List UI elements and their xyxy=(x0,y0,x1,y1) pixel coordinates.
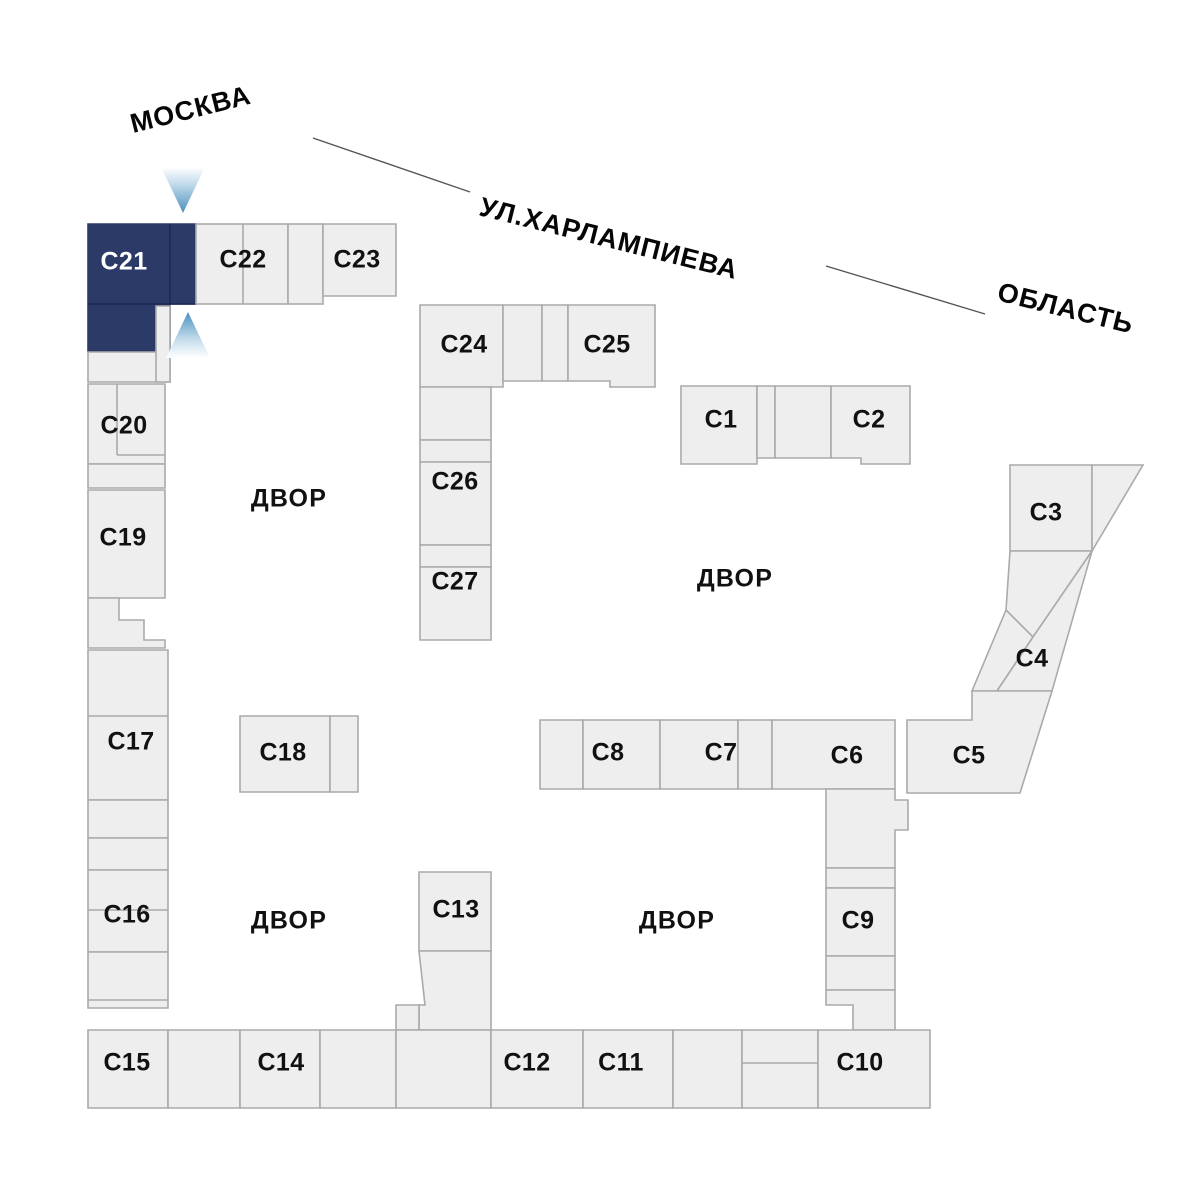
block-C20-annex-bottom[interactable] xyxy=(87,463,166,489)
block-C26-annex-top[interactable] xyxy=(419,439,492,463)
block-C16-annex-top[interactable] xyxy=(87,837,169,871)
block-C15-annex[interactable] xyxy=(167,1029,241,1109)
block-label-C18: C18 xyxy=(259,739,306,767)
entrance-arrow-north-icon xyxy=(161,167,205,213)
block-label-C20: C20 xyxy=(100,412,147,440)
block-C6-C9-connector[interactable] xyxy=(825,788,909,869)
block-C7-annex[interactable] xyxy=(737,719,773,790)
leader-line-oblast xyxy=(825,265,986,315)
block-label-C19: C19 xyxy=(99,524,146,552)
block-C11-annex[interactable] xyxy=(672,1029,743,1109)
block-label-C11: C11 xyxy=(598,1049,644,1077)
block-C14-annex[interactable] xyxy=(319,1029,397,1109)
block-label-C6: C6 xyxy=(831,742,864,770)
block-group-east xyxy=(906,464,1145,794)
block-C24-annex[interactable] xyxy=(502,304,543,382)
block-group-C9 xyxy=(825,867,896,1031)
block-C1-annex[interactable] xyxy=(756,385,776,459)
yard-label-southwest: ДВОР xyxy=(251,907,327,935)
block-C9-annex-bottom[interactable] xyxy=(825,989,896,1031)
block-label-C23: C23 xyxy=(333,246,380,274)
yard-label-northwest: ДВОР xyxy=(251,485,327,513)
block-C16-annex-bottom[interactable] xyxy=(87,951,169,1009)
block-C24[interactable] xyxy=(419,304,504,388)
block-label-C22: C22 xyxy=(219,246,266,274)
block-label-C5: C5 xyxy=(953,742,986,770)
yard-label-northeast: ДВОР xyxy=(697,565,773,593)
block-C12-left[interactable] xyxy=(395,1029,492,1109)
block-label-C13: C13 xyxy=(432,896,479,924)
block-label-C16: C16 xyxy=(103,901,150,929)
block-C19-steps[interactable] xyxy=(87,597,166,649)
block-label-C4: C4 xyxy=(1016,645,1049,673)
block-C9-annex-top[interactable] xyxy=(825,867,896,889)
block-C13-lower[interactable] xyxy=(418,950,492,1031)
block-label-C25: C25 xyxy=(583,331,630,359)
block-label-C10: C10 xyxy=(836,1049,883,1077)
block-C25[interactable] xyxy=(567,304,656,388)
block-C23[interactable] xyxy=(322,223,397,297)
block-labels: C21 C22 C23 C24 C25 C26 C27 C20 C19 C17 … xyxy=(99,246,1062,1077)
entrance-arrow-courtyard-icon xyxy=(166,312,210,358)
block-group-west xyxy=(87,305,397,1109)
block-label-C2: C2 xyxy=(853,406,886,434)
block-label-C14: C14 xyxy=(257,1049,304,1077)
entrance-arrows xyxy=(161,167,210,358)
block-label-C9: C9 xyxy=(842,907,875,935)
block-C20-annex-top[interactable] xyxy=(155,305,171,383)
block-C27[interactable] xyxy=(419,566,492,641)
block-label-C24: C24 xyxy=(440,331,487,359)
block-C17[interactable] xyxy=(87,649,169,801)
block-C5[interactable] xyxy=(906,690,1054,794)
block-C8-annex[interactable] xyxy=(539,719,584,790)
block-label-C8: C8 xyxy=(592,739,625,767)
leader-line-moscow xyxy=(312,137,471,193)
block-group-C13 xyxy=(395,871,492,1031)
block-C22[interactable] xyxy=(195,223,289,305)
block-label-C3: C3 xyxy=(1030,499,1063,527)
block-group-south-band xyxy=(539,719,909,869)
yard-labels: ДВОР ДВОР ДВОР ДВОР xyxy=(251,485,773,935)
block-C2-annex[interactable] xyxy=(774,385,832,459)
block-label-C15: C15 xyxy=(103,1049,150,1077)
yard-label-southeast: ДВОР xyxy=(639,907,715,935)
block-C10-annex[interactable] xyxy=(741,1029,819,1109)
block-group-north xyxy=(87,223,397,353)
block-group-central xyxy=(419,304,656,641)
block-C24-lower[interactable] xyxy=(419,386,492,441)
block-label-C1: C1 xyxy=(705,406,738,434)
block-C25-annex[interactable] xyxy=(541,304,569,382)
block-label-C26: C26 xyxy=(431,468,478,496)
block-C10[interactable] xyxy=(817,1029,931,1109)
block-C9-annex-mid[interactable] xyxy=(825,955,896,991)
block-C18-annex[interactable] xyxy=(329,715,359,793)
block-C19[interactable] xyxy=(87,489,166,599)
block-label-C21: C21 xyxy=(100,248,147,276)
block-C1[interactable] xyxy=(680,385,758,465)
block-label-C17: C17 xyxy=(107,728,154,756)
block-C13-notch[interactable] xyxy=(395,1004,420,1031)
block-group-C18 xyxy=(239,715,359,793)
direction-label-moscow: МОСКВА xyxy=(127,80,254,139)
block-label-C12: C12 xyxy=(503,1049,550,1077)
block-label-C27: C27 xyxy=(431,568,478,596)
block-C27-annex-top[interactable] xyxy=(419,544,492,568)
street-label-harlampieva: УЛ.ХАРЛАМПИЕВА xyxy=(477,192,742,285)
block-group-south xyxy=(395,1029,931,1109)
block-label-C7: C7 xyxy=(705,739,738,767)
block-C22-annex[interactable] xyxy=(287,223,324,305)
direction-label-oblast: ОБЛАСТЬ xyxy=(995,277,1137,340)
block-C3-annex[interactable] xyxy=(1091,464,1145,554)
block-group-C1-C2 xyxy=(680,385,911,465)
block-C2[interactable] xyxy=(830,385,911,465)
block-C17-annex[interactable] xyxy=(87,799,169,839)
